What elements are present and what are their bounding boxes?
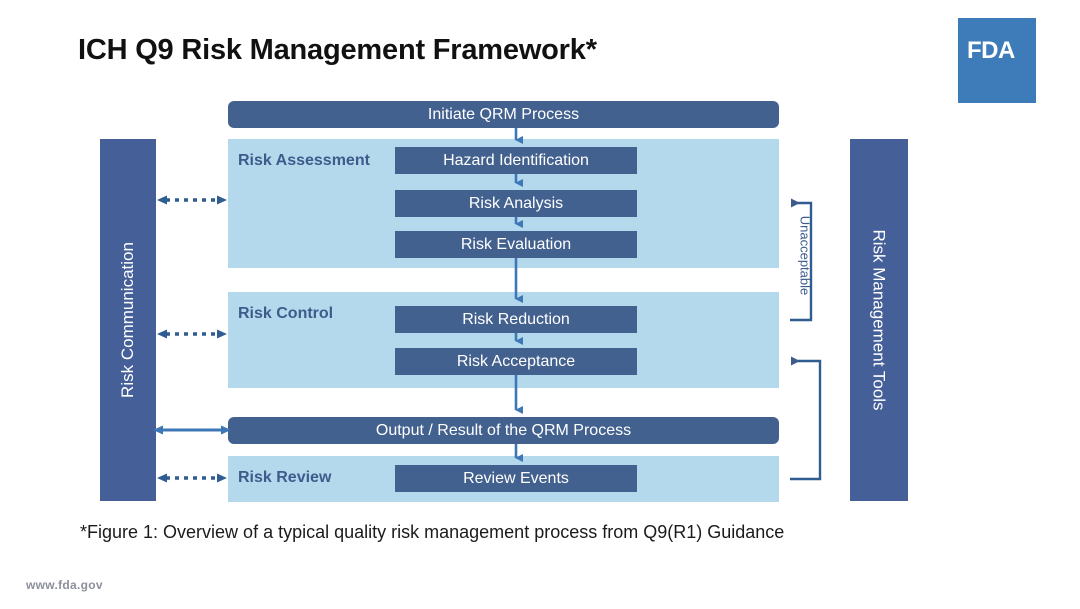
panel-risk-review-label: Risk Review bbox=[238, 469, 332, 486]
risk-management-tools-bar: Risk Management Tools bbox=[850, 139, 908, 501]
page-title: ICH Q9 Risk Management Framework* bbox=[78, 34, 597, 66]
box-risk-reduction: Risk Reduction bbox=[395, 306, 637, 333]
panel-risk-review: Risk Review bbox=[228, 456, 779, 502]
loop-review-to-control bbox=[790, 356, 822, 481]
fda-logo: FDA bbox=[958, 18, 1036, 103]
unacceptable-label: Unacceptable bbox=[797, 200, 813, 310]
box-initiate-qrm-process: Initiate QRM Process bbox=[228, 101, 779, 128]
box-hazard-identification: Hazard Identification bbox=[395, 147, 637, 174]
risk-management-tools-label: Risk Management Tools bbox=[870, 229, 890, 411]
box-risk-evaluation: Risk Evaluation bbox=[395, 231, 637, 258]
unacceptable-label-text: Unacceptable bbox=[797, 215, 813, 295]
footer-url: www.fda.gov bbox=[26, 578, 103, 592]
box-risk-acceptance: Risk Acceptance bbox=[395, 348, 637, 375]
panel-risk-assessment-label: Risk Assessment bbox=[238, 152, 370, 169]
fda-logo-text: FDA bbox=[967, 37, 1015, 64]
risk-communication-bar: Risk Communication bbox=[100, 139, 156, 501]
box-risk-analysis: Risk Analysis bbox=[395, 190, 637, 217]
risk-communication-label: Risk Communication bbox=[118, 242, 138, 398]
panel-risk-control-label: Risk Control bbox=[238, 305, 334, 322]
box-output-result-qrm-process: Output / Result of the QRM Process bbox=[228, 417, 779, 444]
box-review-events: Review Events bbox=[395, 465, 637, 492]
figure-caption: *Figure 1: Overview of a typical quality… bbox=[80, 522, 785, 542]
